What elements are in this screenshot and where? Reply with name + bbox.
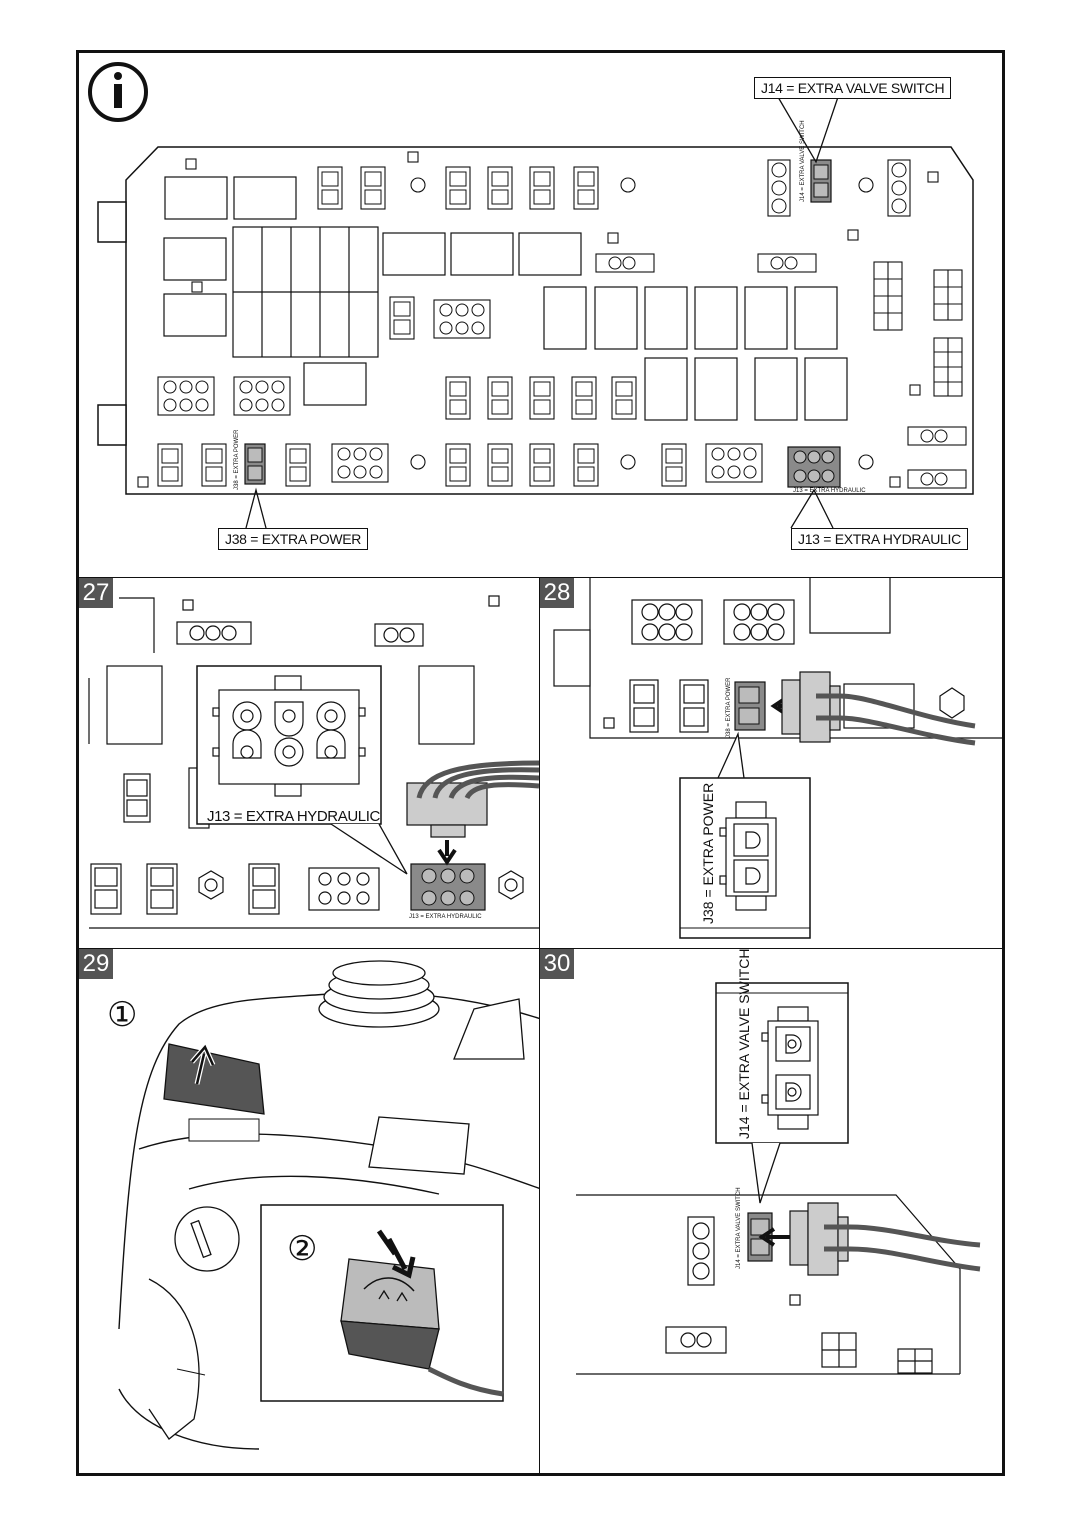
panel-27: 27	[78, 577, 540, 949]
panel-27-drawing	[88, 595, 539, 929]
j38-zoom-connector	[719, 801, 777, 911]
overview-section: J14 = EXTRA VALVE SWITCH J38 = EXTRA POW…	[78, 52, 1003, 578]
pcb-connector	[887, 159, 911, 217]
pcb-connector	[487, 443, 513, 487]
pcb-connector	[611, 376, 637, 420]
panel-28: 28	[539, 577, 1004, 949]
j38-board-label: J38 = EXTRA POWER	[234, 429, 240, 490]
harness-wires	[416, 760, 539, 800]
panel-number: 30	[540, 949, 574, 979]
joystick-boot	[318, 960, 525, 1060]
panel-30-drawing	[576, 982, 981, 1375]
j14-zoom-connector	[761, 1006, 819, 1130]
pcb-connector	[573, 166, 599, 210]
j38-callout: J38 = EXTRA POWER	[218, 528, 369, 550]
panel-28-drawing	[553, 578, 1003, 939]
pcb-connector	[595, 253, 655, 273]
pcb-connector	[767, 159, 791, 217]
pcb-connector	[445, 166, 471, 210]
pcb-connector	[529, 166, 555, 210]
pcb-connector	[487, 166, 513, 210]
j38-connector	[244, 443, 266, 485]
pcb-connector	[705, 443, 763, 483]
pcb-connector	[157, 376, 215, 416]
switch-blank	[163, 1043, 265, 1115]
pcb-connector	[331, 443, 389, 483]
power-plug	[781, 671, 841, 743]
pcb-connector	[445, 376, 471, 420]
callout-leaders	[245, 96, 839, 529]
pcb-connector	[661, 443, 687, 487]
pcb-connector	[757, 253, 817, 273]
pcb-connector	[571, 376, 597, 420]
j13-zoom-label: J13 = EXTRA HYDRAULIC	[207, 808, 380, 825]
step-1-marker: ①	[107, 996, 138, 1034]
panel-30: 30	[539, 948, 1004, 1476]
pcb-connector	[285, 443, 311, 487]
j13-connector	[787, 446, 841, 488]
panel-29-drawing	[118, 960, 539, 1450]
pcb-connector	[487, 376, 513, 420]
panel-29: 29	[78, 948, 540, 1476]
power-wires	[816, 693, 976, 746]
pcb-connector	[907, 469, 967, 489]
j14-callout: J14 = EXTRA VALVE SWITCH	[754, 77, 952, 99]
j14-zoom-label: J14 = EXTRA VALVE SWITCH	[736, 948, 752, 1139]
j13-board-label: J13 = EXTRA HYDRAULIC	[409, 914, 482, 920]
pcb-overview	[88, 62, 974, 529]
j14-board-label: J14 = EXTRA VALVE SWITCH	[800, 120, 806, 202]
pcb-connector	[445, 443, 471, 487]
pcb-connector	[529, 376, 555, 420]
overview-connectors	[157, 159, 967, 489]
pcb-connector	[389, 296, 415, 340]
valve-switch-plug	[789, 1202, 849, 1276]
panel-number: 28	[540, 578, 574, 608]
pcb-connector	[201, 443, 227, 487]
j38-board-label: J38 = EXTRA POWER	[726, 677, 732, 738]
j13-zoom-connector	[212, 675, 366, 797]
switch-installed	[340, 1258, 504, 1397]
pcb-connector	[573, 443, 599, 487]
valve-switch-wires	[824, 1224, 981, 1272]
panel-number: 27	[79, 578, 113, 608]
panel-number: 29	[79, 949, 113, 979]
j13-board-label: J13 = EXTRA HYDRAULIC	[793, 488, 866, 494]
pcb-connector	[360, 166, 386, 210]
step-2-marker: ②	[287, 1230, 318, 1268]
relay-blocks	[163, 176, 848, 421]
pcb-connector	[529, 443, 555, 487]
pcb-connector	[433, 299, 491, 339]
j38-zoom-label: J38 = EXTRA POWER	[700, 782, 716, 924]
pcb-connector	[233, 376, 291, 416]
key-switch	[174, 1206, 240, 1272]
pcb-connector	[907, 426, 967, 446]
pcb-connector	[317, 166, 343, 210]
fuse-grids	[873, 261, 963, 397]
info-icon	[88, 62, 148, 122]
j14-connector	[810, 159, 832, 203]
pcb-connector	[157, 443, 183, 487]
j13-callout: J13 = EXTRA HYDRAULIC	[791, 528, 968, 550]
j14-board-label: J14 = EXTRA VALVE SWITCH	[736, 1187, 742, 1269]
